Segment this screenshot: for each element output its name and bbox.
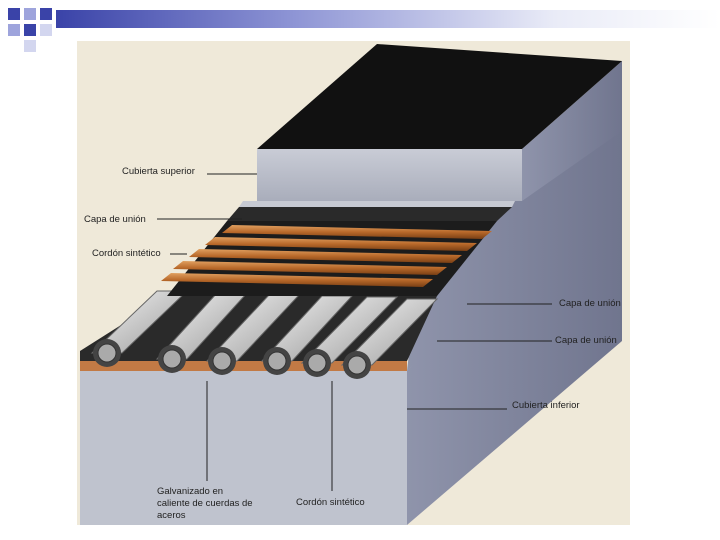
label-top-cover: Cubierta superior	[122, 166, 195, 177]
label-bond-layer-right-1: Capa de unión	[559, 298, 621, 309]
label-synthetic-cord-upper: Cordón sintético	[92, 248, 161, 259]
belt-illustration	[77, 41, 630, 525]
belt-diagram: Cubierta superior Capa de unión Cordón s…	[77, 41, 630, 525]
label-bond-layer-right-2: Capa de unión	[555, 335, 617, 346]
label-synthetic-cord-lower: Cordón sintético	[296, 497, 365, 508]
slide-title-bar	[56, 10, 720, 28]
label-bottom-cover: Cubierta inferior	[512, 400, 580, 411]
bond-layer	[227, 201, 515, 221]
label-bond-layer-upper: Capa de unión	[84, 214, 146, 225]
label-galvanized-steel: Galvanizado en caliente de cuerdas de ac…	[157, 486, 257, 522]
